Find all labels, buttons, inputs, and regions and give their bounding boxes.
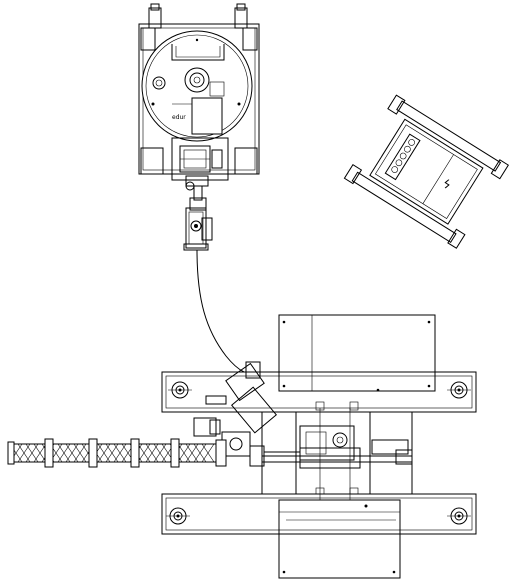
corrugated-hose <box>7 438 227 468</box>
vessel-assembly: edur <box>138 3 260 175</box>
rotated-cabinet: ϟ <box>343 94 510 249</box>
vessel-label: edur <box>172 114 186 121</box>
pump-assembly <box>171 137 229 251</box>
hanging-cable <box>196 249 245 373</box>
